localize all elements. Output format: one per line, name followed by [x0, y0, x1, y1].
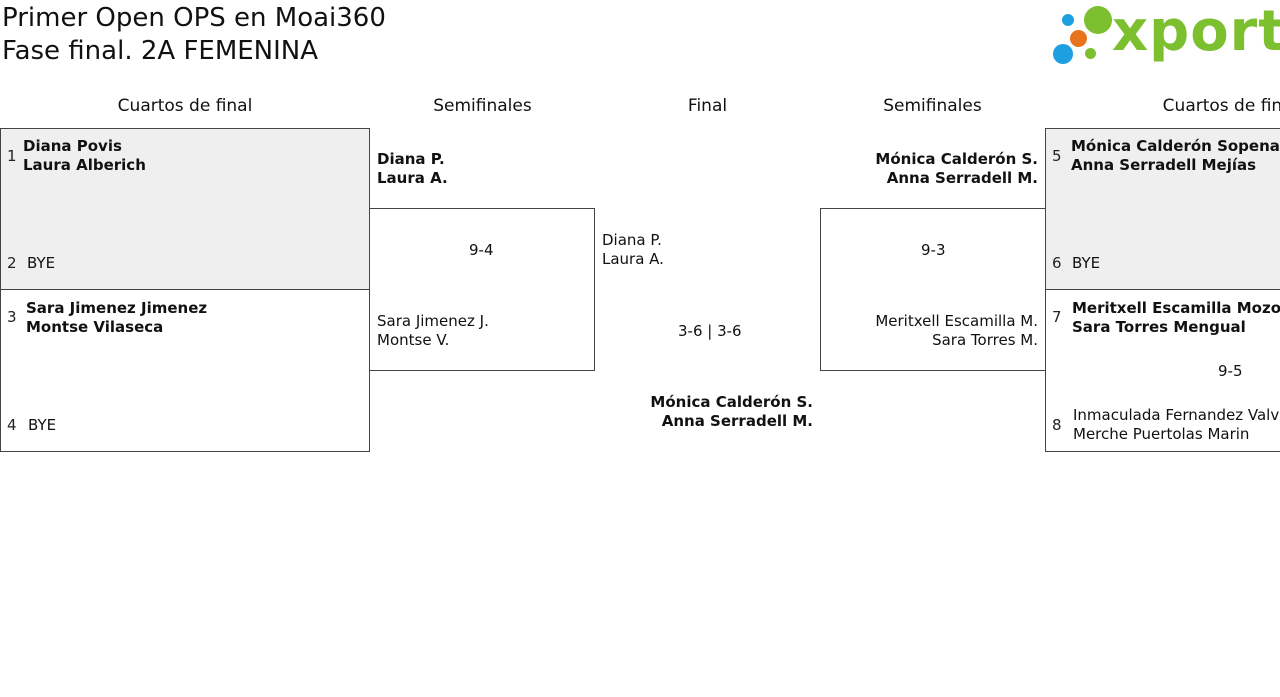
player-name: Laura Alberich — [23, 156, 146, 174]
seed-number: 3 — [7, 308, 17, 326]
logo-dot-green-small — [1085, 48, 1096, 59]
player-name: Laura A. — [377, 169, 448, 187]
heading-final: Final — [687, 96, 728, 116]
seed-number: 7 — [1052, 308, 1062, 326]
heading-left-semifinals: Semifinales — [433, 96, 532, 116]
player-name: Meritxell Escamilla M. — [875, 312, 1038, 330]
seed-number: 8 — [1052, 416, 1062, 434]
match-score: 9-3 — [921, 241, 946, 259]
player-name: Montse V. — [377, 331, 450, 349]
champion-name: Anna Serradell M. — [661, 412, 813, 430]
seed-number: 2 — [7, 254, 17, 272]
logo-wordmark: xporty — [1112, 0, 1280, 64]
player-name: Sara Torres M. — [932, 331, 1038, 349]
player-name: Anna Serradell M. — [886, 169, 1038, 187]
player-name: Sara Jimenez Jimenez — [26, 299, 208, 317]
player-name: Merche Puertolas Marin — [1073, 425, 1250, 443]
logo-dot-orange — [1070, 30, 1087, 47]
seed-number: 1 — [7, 147, 17, 165]
player-name: Mónica Calderón S. — [875, 150, 1038, 168]
player-name: Mónica Calderón Sopena — [1071, 137, 1280, 155]
player-name-bye: BYE — [1072, 254, 1101, 272]
heading-right-semifinals: Semifinales — [883, 96, 982, 116]
player-name: Sara Torres Mengual — [1072, 318, 1246, 336]
right-qf-match-1[interactable] — [1045, 128, 1280, 290]
player-name-bye: BYE — [27, 254, 56, 272]
player-name-bye: BYE — [28, 416, 57, 434]
match-score: 9-4 — [469, 241, 494, 259]
left-qf-match-1[interactable] — [0, 128, 370, 290]
final-score: 3-6 | 3-6 — [678, 322, 742, 340]
logo-dot-blue-large — [1053, 44, 1073, 64]
right-qf-match-2[interactable] — [1045, 289, 1280, 452]
champion-name: Mónica Calderón S. — [650, 393, 813, 411]
player-name: Laura A. — [602, 250, 664, 268]
xporty-logo[interactable]: xporty — [1050, 0, 1280, 68]
player-name: Montse Vilaseca — [26, 318, 164, 336]
logo-dot-blue — [1062, 14, 1074, 26]
tournament-title: Primer Open OPS en Moai360 — [2, 3, 386, 33]
player-name: Inmaculada Fernandez Valv — [1073, 406, 1280, 424]
heading-left-quarterfinals: Cuartos de final — [117, 96, 253, 116]
logo-dot-green — [1084, 6, 1112, 34]
left-sf-match[interactable] — [369, 208, 595, 371]
player-name: Anna Serradell Mejías — [1071, 156, 1257, 174]
seed-number: 6 — [1052, 254, 1062, 272]
player-name: Diana P. — [602, 231, 662, 249]
match-score: 9-5 — [1218, 362, 1243, 380]
heading-right-quarterfinals: Cuartos de final — [1162, 96, 1280, 116]
player-name: Diana P. — [377, 150, 445, 168]
phase-subtitle: Fase final. 2A FEMENINA — [2, 36, 319, 66]
seed-number: 5 — [1052, 147, 1062, 165]
player-name: Meritxell Escamilla Mozo — [1072, 299, 1280, 317]
player-name: Diana Povis — [23, 137, 122, 155]
player-name: Sara Jimenez J. — [377, 312, 489, 330]
seed-number: 4 — [7, 416, 17, 434]
